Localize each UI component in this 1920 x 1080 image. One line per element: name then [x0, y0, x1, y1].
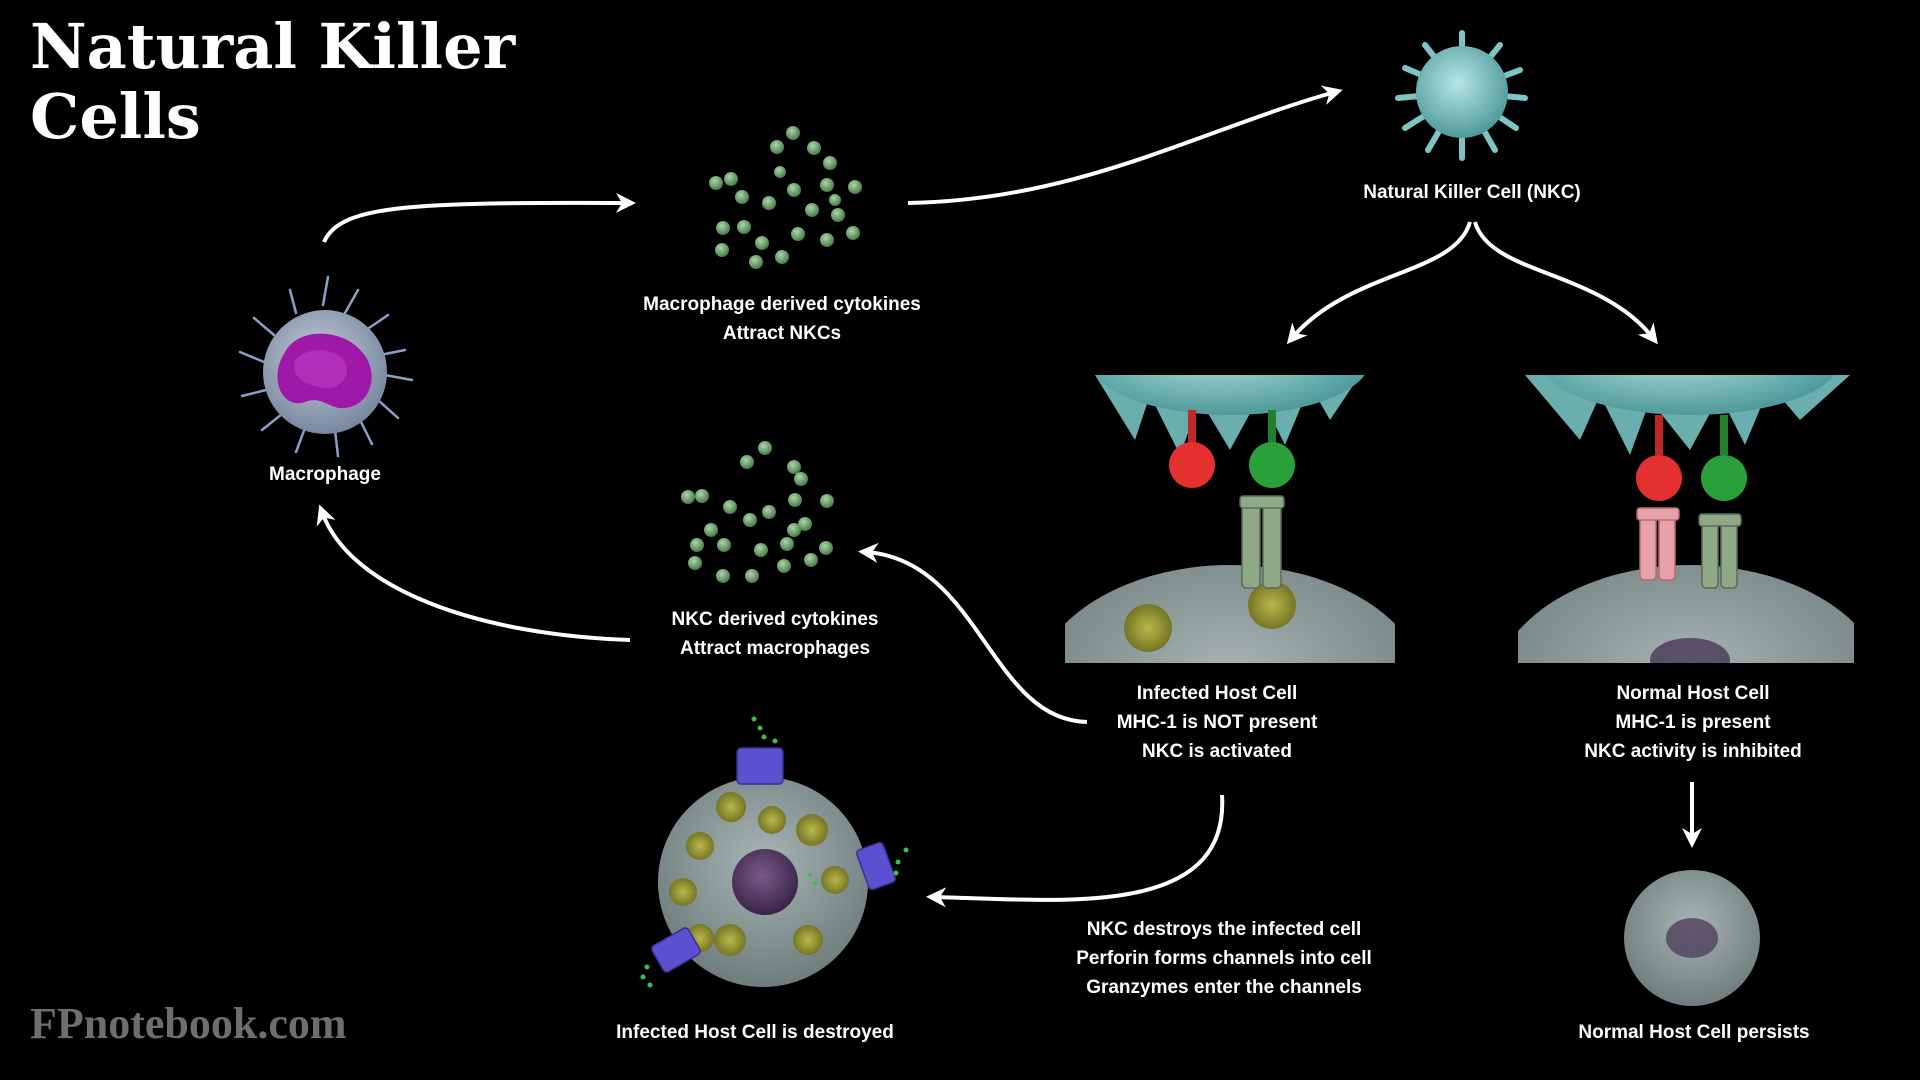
- arrow-nkc-to-normal: [1473, 221, 1658, 345]
- diagram-title: Natural Killer Cells: [30, 12, 515, 152]
- label-nkc: Natural Killer Cell (NKC): [1363, 178, 1580, 207]
- inhibitory-receptor-red-2: [1636, 455, 1682, 501]
- label-destroyed-text: Infected Host Cell is destroyed: [616, 1022, 894, 1043]
- label-normal-line2: MHC-1 is present: [1615, 712, 1771, 733]
- label-normal-line3: NKC activity is inhibited: [1584, 741, 1802, 762]
- label-nkc-cytokines-line1: NKC derived cytokines: [671, 609, 879, 630]
- label-normal-persists: Normal Host Cell persists: [1578, 1018, 1809, 1047]
- macrophage-cytokine-cluster: [709, 126, 862, 269]
- label-destroy-line2: Perforin forms channels into cell: [1076, 948, 1372, 969]
- arrow-infected-to-nkc-cytokines: [858, 542, 1088, 724]
- inhibitory-receptor-red: [1169, 442, 1215, 488]
- nkc-cell: [1395, 30, 1528, 161]
- label-destroy-line1: NKC destroys the infected cell: [1086, 919, 1362, 940]
- destroyed-infected-cell: [640, 716, 909, 988]
- nkc-cytokine-cluster: [681, 441, 834, 583]
- label-infected-host-cell: Infected Host Cell MHC-1 is NOT present …: [1117, 679, 1318, 766]
- activating-ligand: [1239, 495, 1285, 589]
- mhc1-ligand: [1636, 507, 1680, 581]
- label-macrophage-text: Macrophage: [269, 464, 381, 485]
- label-macrophage-cytokines-line1: Macrophage derived cytokines: [643, 294, 921, 315]
- label-infected-destroyed: Infected Host Cell is destroyed: [616, 1018, 894, 1047]
- label-infected-line3: NKC is activated: [1142, 741, 1292, 762]
- label-infected-line1: Infected Host Cell: [1136, 683, 1298, 704]
- arrow-infected-to-destroyed: [926, 794, 1225, 908]
- label-nkc-cytokines: NKC derived cytokines Attract macrophage…: [672, 605, 879, 663]
- label-infected-line2: MHC-1 is NOT present: [1116, 712, 1318, 733]
- activating-receptor-green-2: [1701, 455, 1747, 501]
- title-line-2: Cells: [30, 80, 201, 153]
- label-persists-text: Normal Host Cell persists: [1578, 1022, 1810, 1043]
- watermark: FPnotebook.com: [30, 999, 347, 1048]
- label-nkc-text: Natural Killer Cell (NKC): [1363, 182, 1581, 203]
- label-macrophage-cytokines: Macrophage derived cytokines Attract NKC…: [643, 290, 921, 348]
- title-line-1: Natural Killer: [30, 10, 516, 83]
- infected-host-cell-panel: [1065, 375, 1395, 663]
- arrow-nkc-cytokines-to-macrophage: [316, 504, 631, 642]
- macrophage-cell: [238, 275, 414, 458]
- label-nkc-cytokines-line2: Attract macrophages: [679, 638, 871, 659]
- label-normal-line1: Normal Host Cell: [1616, 683, 1770, 704]
- label-destroy-line3: Granzymes enter the channels: [1086, 977, 1362, 998]
- arrow-nkc-to-infected: [1286, 221, 1472, 345]
- perforin-channel: [651, 747, 896, 973]
- arrow-cytokines-to-nkc: [907, 85, 1343, 205]
- label-macrophage-cytokines-line2: Attract NKCs: [722, 323, 842, 344]
- activating-receptor-green: [1249, 442, 1295, 488]
- label-macrophage: Macrophage: [269, 460, 381, 489]
- normal-host-cell-panel: [1518, 375, 1854, 663]
- label-nkc-destroys: NKC destroys the infected cell Perforin …: [1076, 915, 1372, 1002]
- persisting-normal-cell: [1624, 870, 1760, 1006]
- arrow-macrophage-to-cytokines: [322, 192, 636, 243]
- label-normal-host-cell: Normal Host Cell MHC-1 is present NKC ac…: [1584, 679, 1801, 766]
